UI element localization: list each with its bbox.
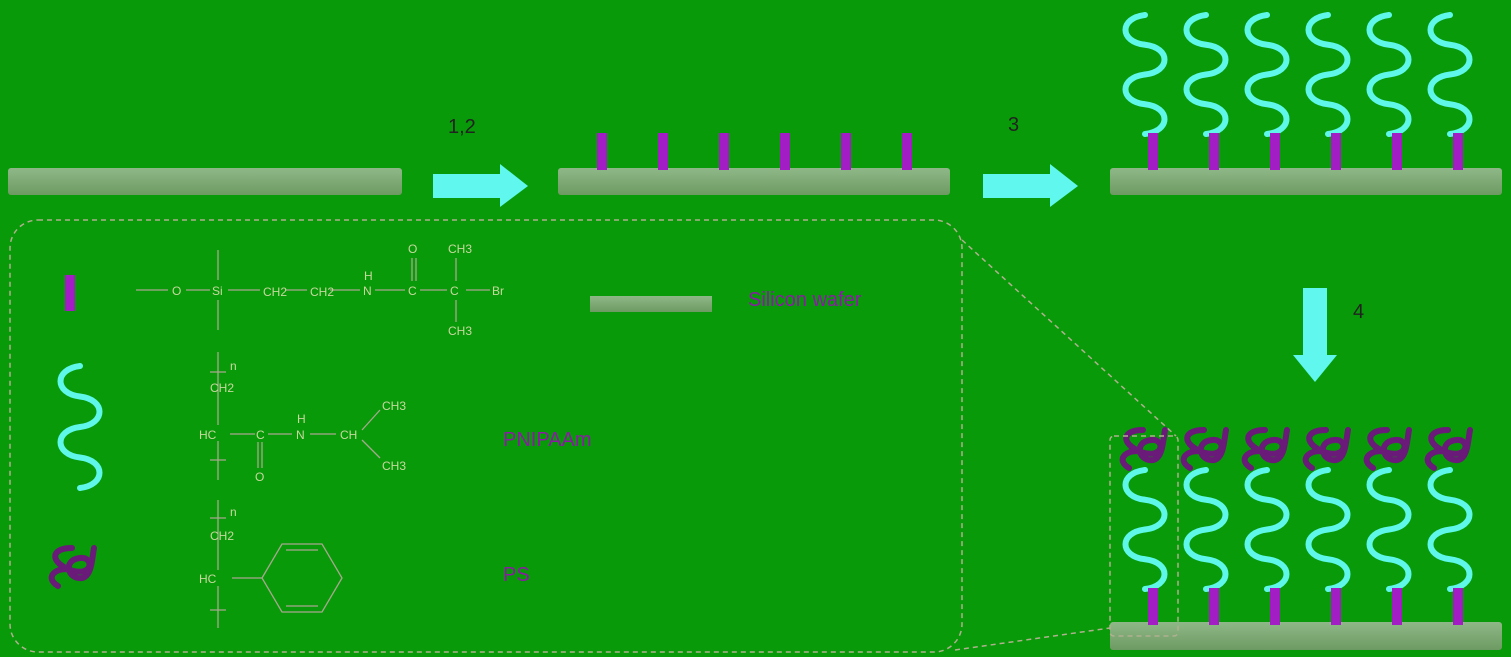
chem-atom-label: Br [492, 284, 504, 298]
ps-structure: n CH2 HC [199, 500, 343, 628]
chem-atom-label: CH3 [448, 242, 472, 256]
ps-block-coil [1180, 427, 1229, 471]
legend-box [9, 219, 963, 653]
ps-block-coil [1302, 427, 1351, 471]
chem-atom-label: Si [212, 284, 223, 298]
ps-chain-legend-icon [48, 545, 97, 589]
chem-atom-label: CH2 [310, 285, 334, 299]
chem-atom-label: CH3 [382, 459, 406, 473]
initiator-molecule [841, 133, 851, 170]
ps-block-coil [1241, 427, 1290, 471]
chem-atom-label: C [256, 428, 265, 442]
silicon-wafer-bare [8, 168, 402, 195]
ps-block-coil [1363, 427, 1412, 471]
pnipaam-brush-chain [1427, 12, 1473, 137]
initiator-molecule [719, 133, 729, 170]
pnipaam-brush-chain [1305, 12, 1351, 137]
initiator-molecule [1453, 133, 1463, 170]
silicon-wafer-initiator [558, 168, 950, 195]
step-label-4: 4 [1353, 301, 1364, 323]
chem-atom-label: O [255, 470, 264, 484]
arrow-down-icon [1293, 288, 1337, 382]
chem-atom-label: HC [199, 572, 217, 586]
legend-silicon-wafer: Silicon wafer [748, 289, 862, 311]
legend-ps: PS [503, 564, 530, 586]
chem-atom-label: CH3 [382, 399, 406, 413]
pnipaam-block [1305, 467, 1351, 592]
pnipaam-brush-chain [1183, 12, 1229, 137]
chem-atom-label: H [297, 412, 306, 426]
arrow-right-icon [433, 164, 528, 207]
initiator-legend-icon [65, 275, 75, 311]
initiator-molecule [1209, 588, 1219, 625]
chem-atom-label: H [364, 269, 373, 283]
chem-atom-label: CH2 [210, 529, 234, 543]
pnipaam-block [1366, 467, 1412, 592]
arrow-right-icon [983, 164, 1078, 207]
chem-atom-label: n [230, 505, 237, 519]
initiator-molecule [1392, 588, 1402, 625]
chem-atom-label: CH2 [263, 285, 287, 299]
initiator-molecule [1148, 133, 1158, 170]
initiator-molecule [1148, 588, 1158, 625]
chem-atom-label: C [408, 284, 417, 298]
chem-atom-label: CH3 [448, 324, 472, 338]
chem-atom-label: HC [199, 428, 217, 442]
pnipaam-brush-chain [1366, 12, 1412, 137]
legend-pnipaam: PNIPAAm [503, 429, 592, 451]
chem-atom-label: N [296, 428, 305, 442]
initiator-molecule [1270, 588, 1280, 625]
chem-atom-label: N [363, 284, 372, 298]
initiator-molecule [1209, 133, 1219, 170]
ps-coil-shape [48, 545, 97, 589]
initiator-molecule [902, 133, 912, 170]
zoom-line [954, 627, 1111, 651]
pnipaam-block [1122, 467, 1168, 592]
pnipaam-structure: n CH2 HC C O N H CH CH3 CH3 [199, 352, 406, 484]
initiator-molecule [1392, 133, 1402, 170]
pnipaam-block [1244, 467, 1290, 592]
chem-atom-label: O [172, 284, 181, 298]
zoom-line [961, 239, 1177, 437]
initiator-molecule [1270, 133, 1280, 170]
chem-atom-label: O [408, 242, 417, 256]
chem-atom-label: C [450, 284, 459, 298]
initiator-molecule [658, 133, 668, 170]
pnipaam-chain-legend-icon [57, 363, 103, 491]
zoom-highlight-box [1109, 435, 1179, 637]
silicon-wafer-block-copolymer [1110, 622, 1502, 650]
pnipaam-block [1183, 467, 1229, 592]
step-label-3: 3 [1008, 114, 1019, 136]
initiator-molecule [597, 133, 607, 170]
initiator-structure: O Si CH2 CH2 N H C O C CH3 CH3 Br [136, 242, 504, 338]
silicon-wafer-pnipaam [1110, 168, 1502, 195]
pnipaam-brush-chain [1244, 12, 1290, 137]
pnipaam-block [1427, 467, 1473, 592]
pnipaam-brush-chain [1122, 12, 1168, 137]
wafer-legend-icon [590, 296, 712, 312]
chem-atom-label: CH2 [210, 381, 234, 395]
ps-block-coil [1424, 427, 1473, 471]
chem-atom-label: n [230, 359, 237, 373]
initiator-molecule [1331, 133, 1341, 170]
ps-block-coil [1119, 427, 1168, 471]
step-label-1-2: 1,2 [448, 116, 476, 138]
chem-atom-label: CH [340, 428, 357, 442]
initiator-molecule [1331, 588, 1341, 625]
initiator-molecule [1453, 588, 1463, 625]
initiator-molecule [780, 133, 790, 170]
